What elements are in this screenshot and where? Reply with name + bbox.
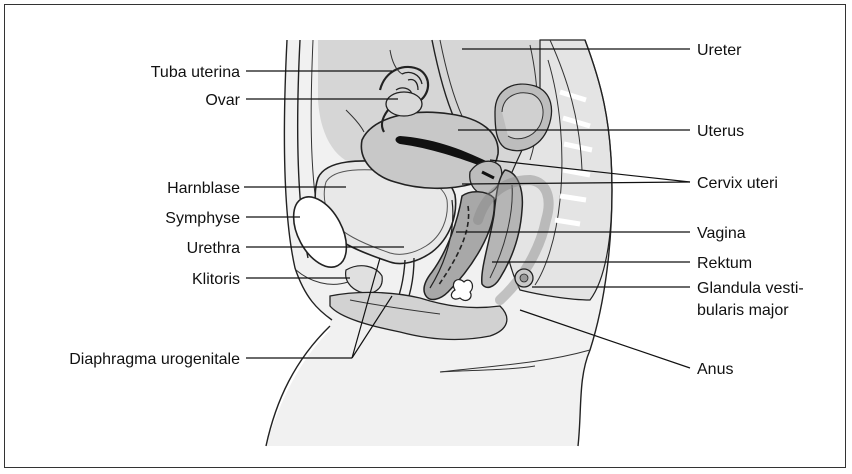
label-vagina: Vagina <box>697 225 746 242</box>
ovary <box>386 92 422 116</box>
pelvis-illustration <box>266 40 612 446</box>
label-cervix-uteri: Cervix uteri <box>697 175 778 192</box>
label-urethra: Urethra <box>187 240 240 257</box>
label-klitoris: Klitoris <box>192 271 240 288</box>
label-glandula-line2: bularis major <box>697 302 789 319</box>
label-uterus: Uterus <box>697 123 744 140</box>
label-ovar: Ovar <box>205 92 240 109</box>
label-rektum: Rektum <box>697 255 752 272</box>
label-diaphragma-urogenitale: Diaphragma urogenitale <box>69 351 240 368</box>
label-tuba-uterina: Tuba uterina <box>151 64 240 81</box>
label-symphyse: Symphyse <box>165 210 240 227</box>
label-harnblase: Harnblase <box>167 180 240 197</box>
label-anus: Anus <box>697 361 733 378</box>
label-ureter: Ureter <box>697 42 742 59</box>
label-glandula-line1: Glandula vesti- <box>697 280 804 297</box>
